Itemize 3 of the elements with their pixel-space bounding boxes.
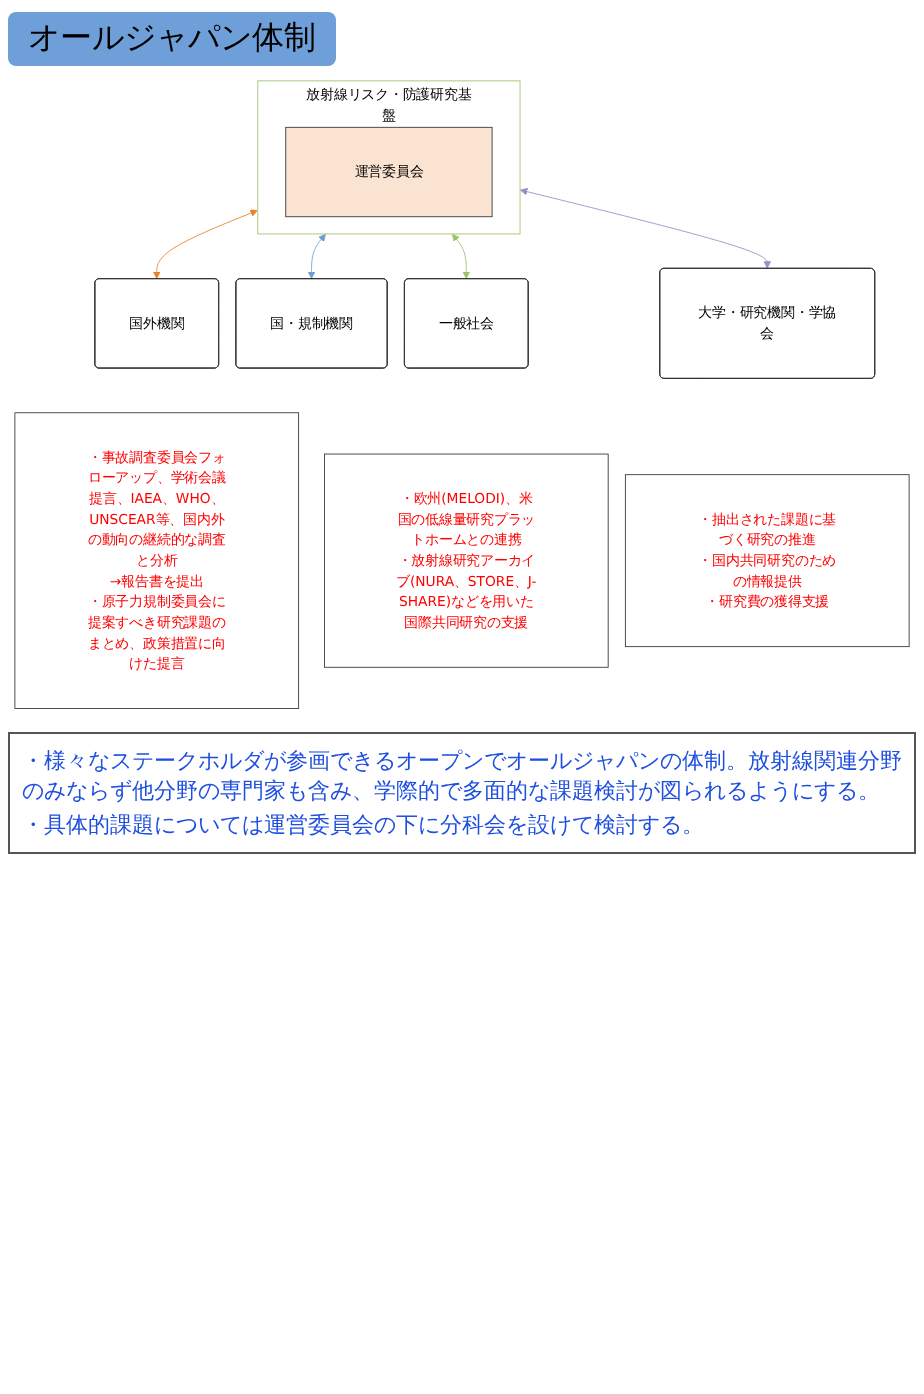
title-tab: オールジャパン体制	[8, 12, 336, 66]
note-text: ・具体的課題については運営委員会の下に分科会を設けて検討する。	[22, 809, 706, 840]
note-text: ・様々なステークホルダが参画できるオープンでオールジャパンの体制。放射線関連分野のみならず他分野の専門家も含み、学際的で多面的な課題検討が図られるようにする。	[22, 745, 902, 806]
